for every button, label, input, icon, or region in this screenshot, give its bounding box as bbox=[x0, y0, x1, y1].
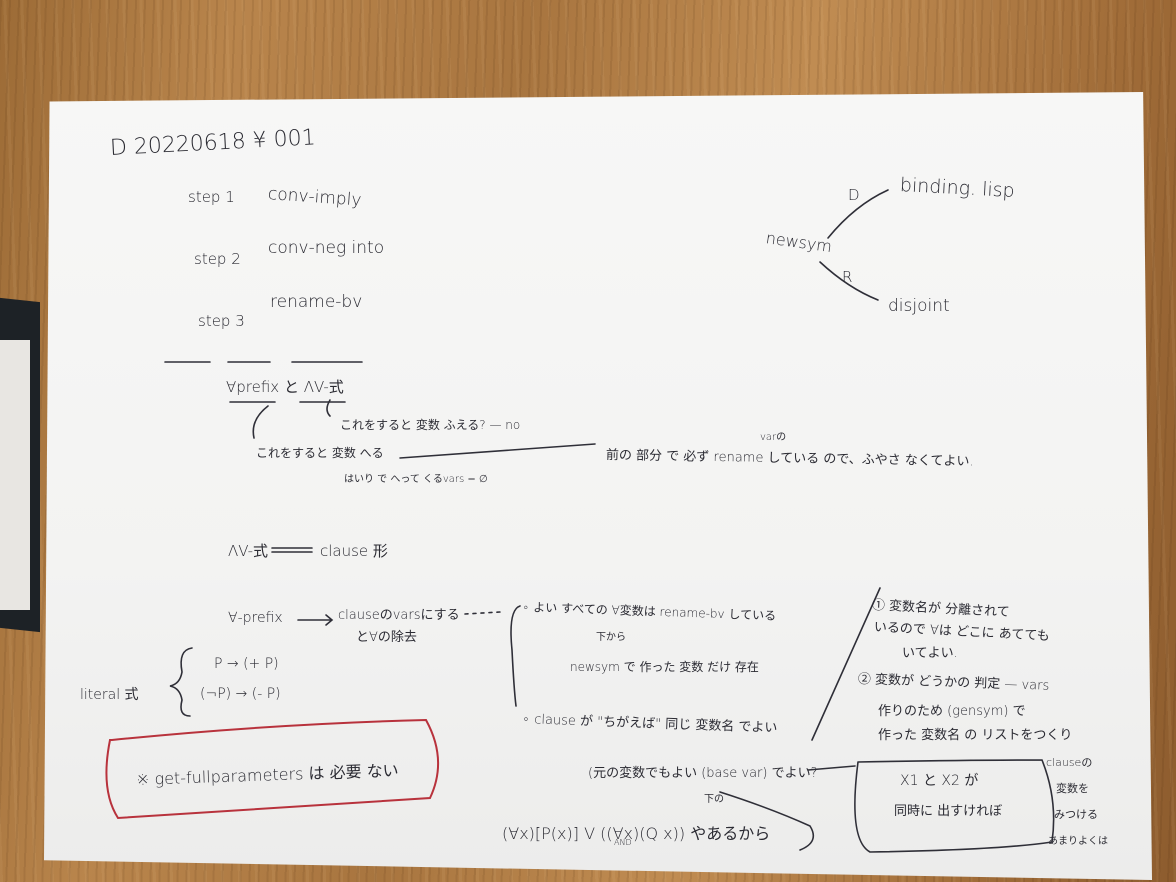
literal-1: P → (+ P) bbox=[214, 656, 279, 672]
box-line-b: 同時に 出すけれぼ bbox=[894, 804, 1003, 819]
literal-2: (¬P) → (- P) bbox=[200, 686, 281, 702]
note-a-sub: 下から bbox=[596, 632, 626, 643]
formula-sub: AND bbox=[614, 838, 632, 847]
clause-line-right: clause 形 bbox=[320, 542, 388, 560]
forall-result-sub: と∀の除去 bbox=[356, 630, 417, 645]
clause-line-left: ΛV-式 bbox=[228, 542, 269, 560]
loop-connector bbox=[719, 791, 815, 851]
connector-left bbox=[252, 405, 269, 439]
step-3-label: step 3 bbox=[198, 312, 245, 330]
right-item2-c: 作った 変数名 の リストをつくり bbox=[878, 728, 1073, 743]
note-a2: newsym で 作った 変数 だけ 存在 bbox=[570, 660, 759, 674]
loop-box bbox=[854, 759, 1055, 853]
note-c: (元の変数でもよい (base var) でよい? bbox=[588, 766, 818, 781]
note-paper bbox=[44, 92, 1152, 880]
prefix-sidenote-small: varの bbox=[760, 432, 787, 443]
side-note-b: 変数を bbox=[1056, 782, 1089, 795]
literal-label: literal 式 bbox=[80, 687, 139, 703]
note-c-sub: 下の bbox=[704, 794, 724, 805]
double-line bbox=[271, 547, 313, 553]
prefix-heading: ∀prefix と ΛV-式 bbox=[226, 378, 344, 396]
long-line bbox=[399, 443, 596, 459]
red-box bbox=[105, 718, 439, 820]
right-item2-b: 作りのため (gensym) で bbox=[878, 704, 1026, 719]
arrow-to-box bbox=[807, 765, 856, 771]
literal-brace bbox=[169, 647, 193, 717]
side-note-c: みつける bbox=[1054, 808, 1098, 821]
step-3-text: rename-bv bbox=[270, 292, 363, 312]
notes-brace bbox=[510, 605, 521, 707]
side-note-d: あまりよくは bbox=[1048, 836, 1108, 847]
side-note-a: clauseの bbox=[1046, 756, 1093, 769]
step-1-label: step 1 bbox=[188, 188, 235, 206]
connector-right bbox=[326, 399, 331, 417]
diagonal-divider bbox=[811, 587, 881, 741]
dotted-line bbox=[464, 611, 501, 615]
branch-bottom-leaf: disjoint bbox=[888, 296, 950, 316]
forall-prefix: ∀-prefix bbox=[228, 610, 283, 626]
forall-result: clauseのvarsにする bbox=[338, 608, 460, 623]
prefix-question-2: これをすると 変数 へる bbox=[256, 446, 384, 460]
box-line-a: X1 と X2 が bbox=[900, 773, 979, 789]
step-2-text: conv-neg into bbox=[268, 238, 385, 258]
branch-line-bottom bbox=[819, 261, 879, 301]
arrow-line bbox=[297, 614, 334, 626]
branch-top-label: D bbox=[848, 186, 860, 204]
formula: (∀x)[P(x)] V ((∀x)(Q x)) やあるから bbox=[502, 824, 771, 843]
prefix-question-2-sub: はいり で へって くるvars = ∅ bbox=[344, 474, 488, 485]
paper-underneath bbox=[0, 340, 30, 610]
branch-line-top bbox=[827, 189, 889, 239]
prefix-question-1: これをすると 変数 ふえる? — no bbox=[340, 418, 521, 432]
right-item1-c: いてよい. bbox=[902, 646, 958, 661]
branch-bottom-label: R bbox=[842, 268, 853, 286]
step-2-label: step 2 bbox=[194, 250, 241, 268]
